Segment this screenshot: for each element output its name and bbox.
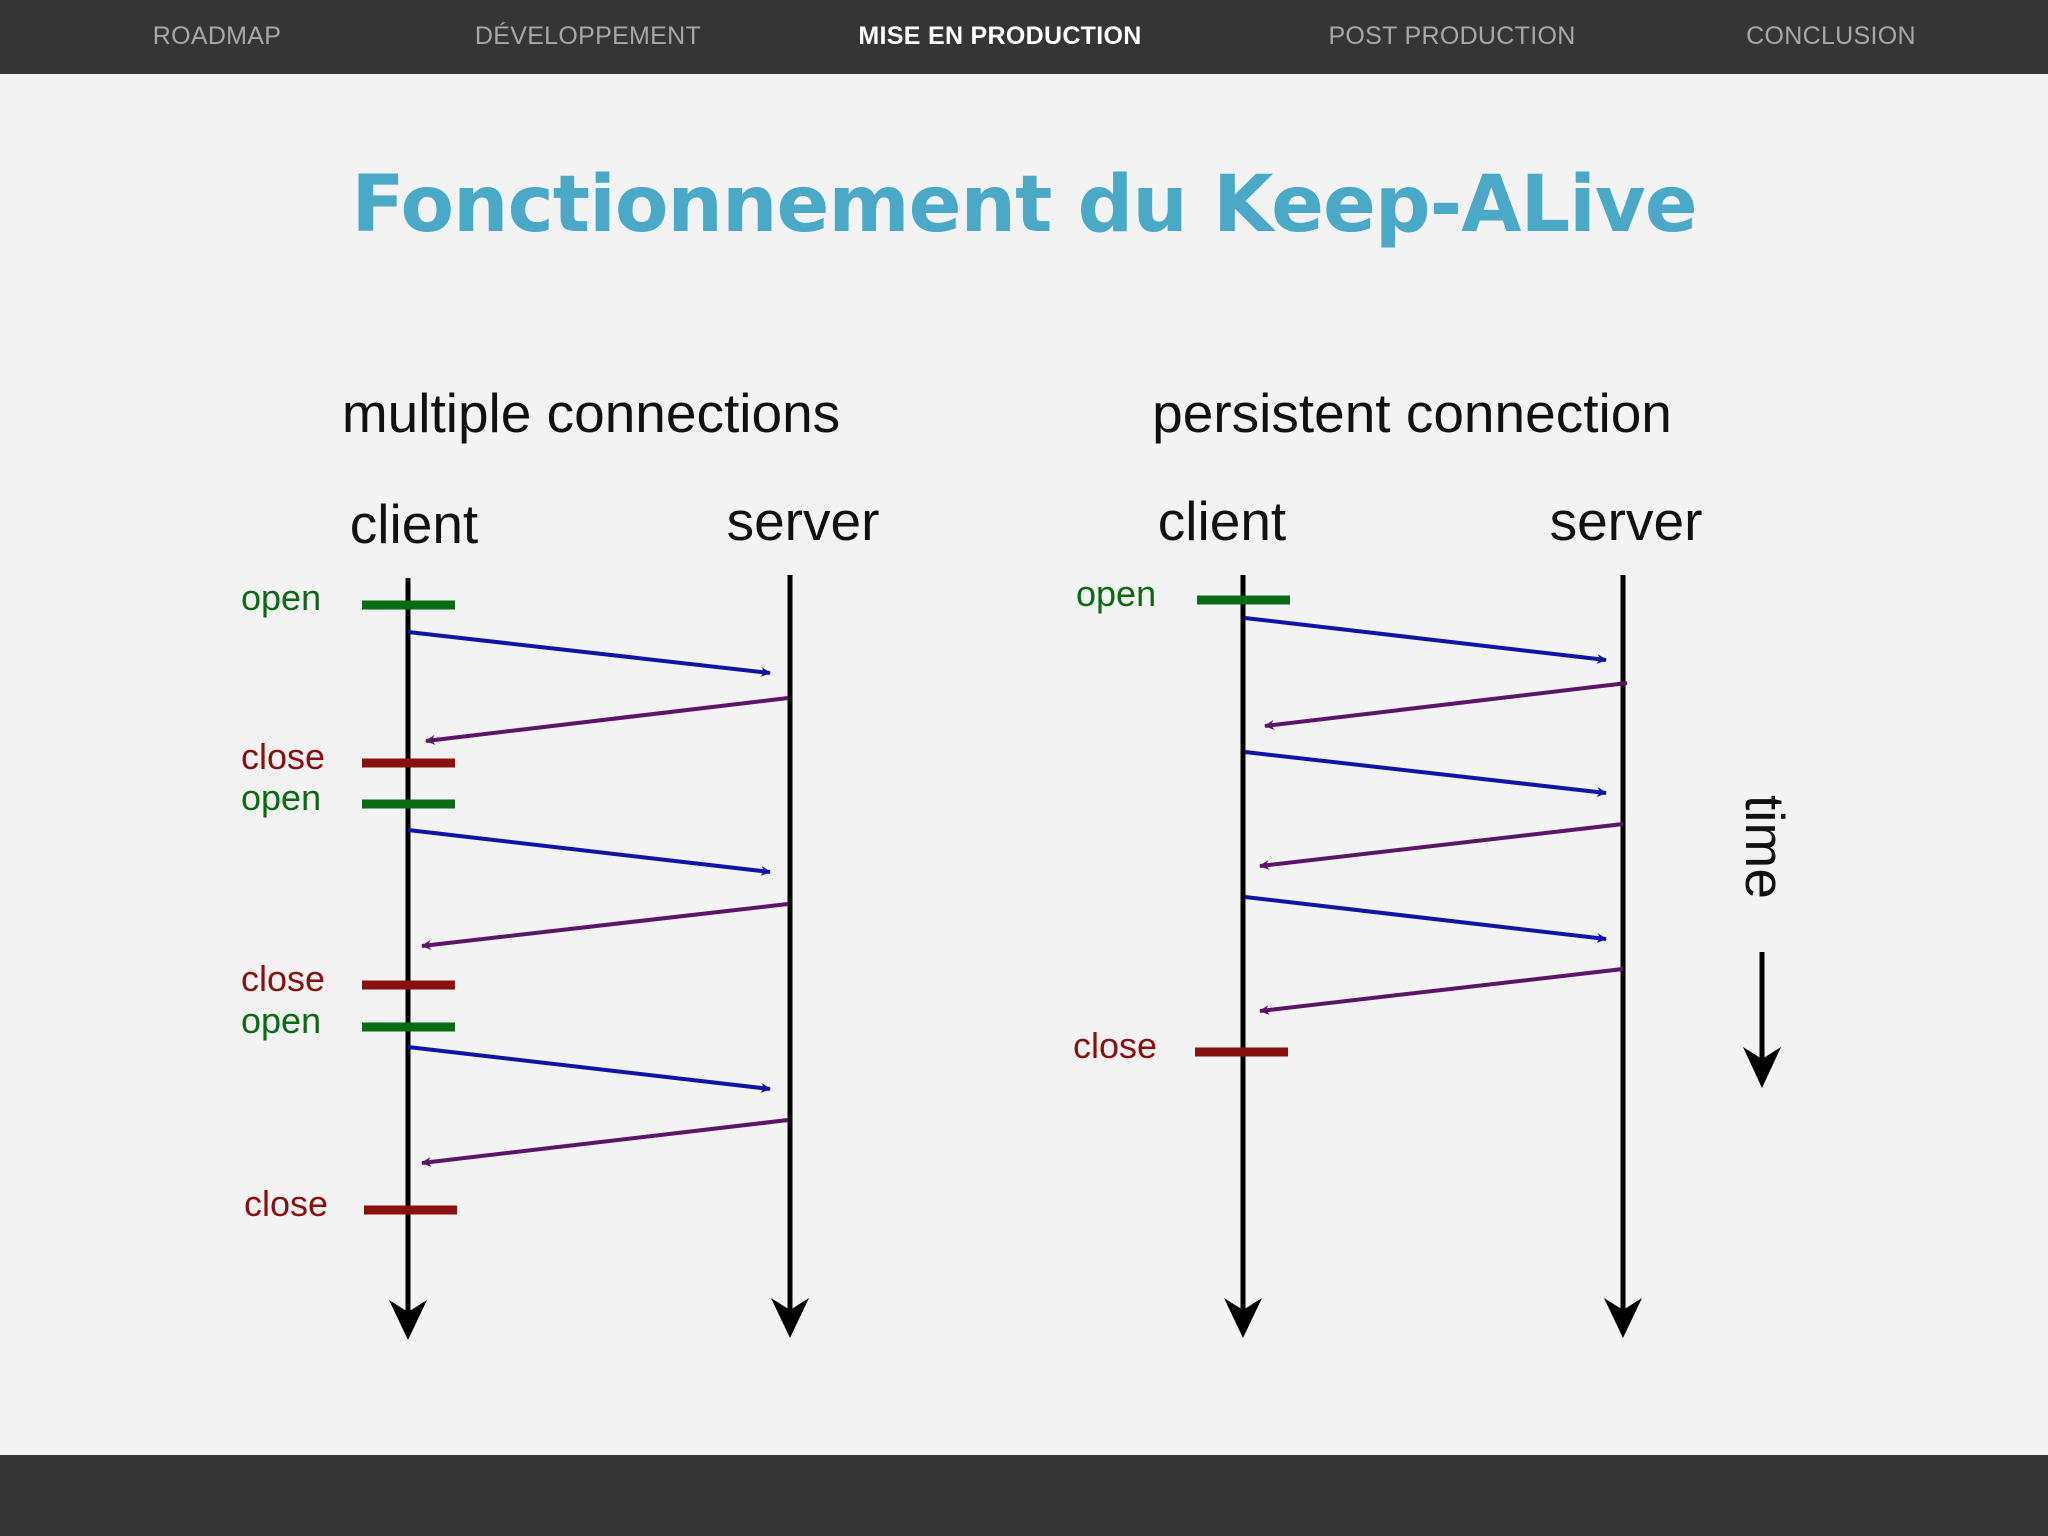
open-label: open (241, 1000, 321, 1041)
persistent-connection-panel: persistent connection client server open… (1073, 382, 1796, 1338)
nav-item-conclusion[interactable]: CONCLUSION (1746, 22, 1916, 50)
open-label: open (241, 577, 321, 618)
top-navigation: ROADMAP DÉVELOPPEMENT MISE EN PRODUCTION… (0, 0, 2048, 74)
multiple-connections-panel: multiple connections client server open … (241, 382, 879, 1340)
multiple-client-label: client (350, 493, 478, 555)
time-label: time (1734, 795, 1796, 899)
nav-item-roadmap[interactable]: ROADMAP (152, 22, 282, 50)
nav-item-post-production[interactable]: POST PRODUCTION (1328, 22, 1576, 50)
response-arrow (421, 902, 789, 950)
response-arrow (1264, 681, 1628, 730)
close-label: close (1073, 1025, 1157, 1066)
multiple-client-timeline (389, 578, 427, 1340)
request-arrow (1244, 895, 1607, 943)
request-arrow (1244, 616, 1607, 664)
close-label: close (244, 1183, 328, 1224)
request-arrow (407, 1045, 771, 1093)
persistent-server-timeline (1604, 575, 1642, 1338)
response-arrow (1259, 967, 1624, 1015)
slide-title: Fonctionnement du Keep-ALive (351, 160, 1697, 250)
open-label: open (1076, 573, 1156, 614)
request-arrow (407, 828, 771, 876)
response-arrow (421, 1118, 789, 1167)
persistent-server-label: server (1550, 490, 1703, 552)
nav-item-mise-en-production[interactable]: MISE EN PRODUCTION (858, 22, 1142, 50)
footer-bar (0, 1455, 2048, 1536)
nav-item-developpement[interactable]: DÉVELOPPEMENT (474, 22, 702, 50)
close-label: close (241, 958, 325, 999)
response-arrow (1259, 822, 1624, 870)
request-arrow (407, 630, 771, 677)
response-arrow (425, 696, 789, 745)
persistent-connection-title: persistent connection (1152, 382, 1672, 444)
persistent-client-timeline (1224, 575, 1262, 1338)
close-label: close (241, 736, 325, 777)
time-arrow (1743, 952, 1781, 1088)
open-label: open (241, 777, 321, 818)
multiple-server-label: server (727, 490, 880, 552)
multiple-connections-title: multiple connections (342, 382, 840, 444)
persistent-client-label: client (1158, 490, 1286, 552)
request-arrow (1244, 750, 1607, 797)
multiple-server-timeline (771, 575, 809, 1338)
